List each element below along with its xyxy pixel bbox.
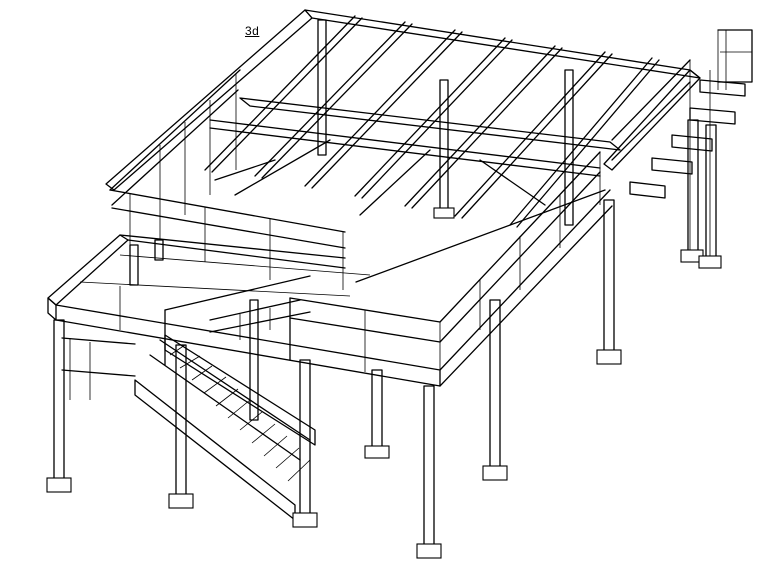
view-label: 3d <box>245 24 260 38</box>
lower-platform-frame <box>47 189 613 387</box>
lower-guardrail <box>61 151 601 400</box>
upper-guardrail <box>109 29 753 290</box>
columns <box>46 19 722 559</box>
right-beam-ends <box>629 79 746 199</box>
upper-platform-frame <box>105 9 701 228</box>
staircase <box>134 299 316 521</box>
